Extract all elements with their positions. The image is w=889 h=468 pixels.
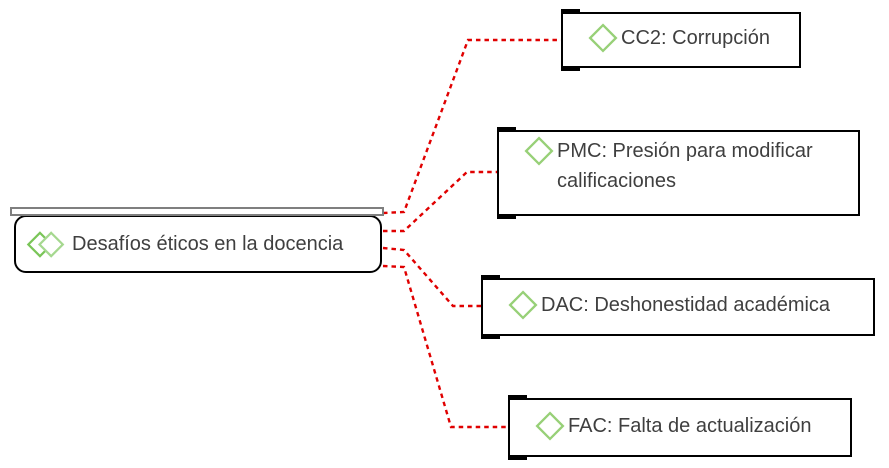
node-dac-box: DAC: Deshonestidad académica [481, 278, 875, 336]
root-node-box: Desafíos éticos en la docencia [14, 215, 382, 273]
connector-root-to-pmc[interactable] [383, 170, 497, 233]
node-cc2-box: CC2: Corrupción [561, 12, 801, 68]
node-pmc-label: PMC: Presión para modificar calificacion… [557, 140, 813, 192]
node-cc2[interactable]: CC2: Corrupción [561, 9, 801, 71]
code-diamond-icon [524, 136, 554, 166]
node-pmc-box: PMC: Presión para modificar calificacion… [497, 130, 860, 216]
root-node-label: Desafíos éticos en la docencia [72, 233, 344, 255]
code-diamond-icon [588, 23, 618, 53]
node-cc2-label: CC2: Corrupción [621, 27, 770, 49]
root-node-header-bar[interactable] [10, 207, 384, 216]
connector-root-to-fac[interactable] [382, 264, 508, 429]
code-double-diamond-icon [26, 230, 65, 258]
connector-root-to-dac[interactable] [382, 246, 481, 308]
node-dac-label: DAC: Deshonestidad académica [541, 294, 831, 316]
root-node[interactable]: Desafíos éticos en la docencia [14, 215, 382, 273]
node-pmc[interactable]: PMC: Presión para modificar calificacion… [497, 127, 860, 219]
node-fac-box: FAC: Falta de actualización [508, 398, 852, 457]
code-diamond-icon [535, 411, 565, 441]
connector-root-to-cc2[interactable] [382, 38, 561, 215]
node-dac[interactable]: DAC: Deshonestidad académica [481, 275, 875, 339]
node-fac-label: FAC: Falta de actualización [568, 415, 812, 437]
code-diamond-icon [508, 290, 538, 320]
node-fac[interactable]: FAC: Falta de actualización [508, 395, 852, 460]
